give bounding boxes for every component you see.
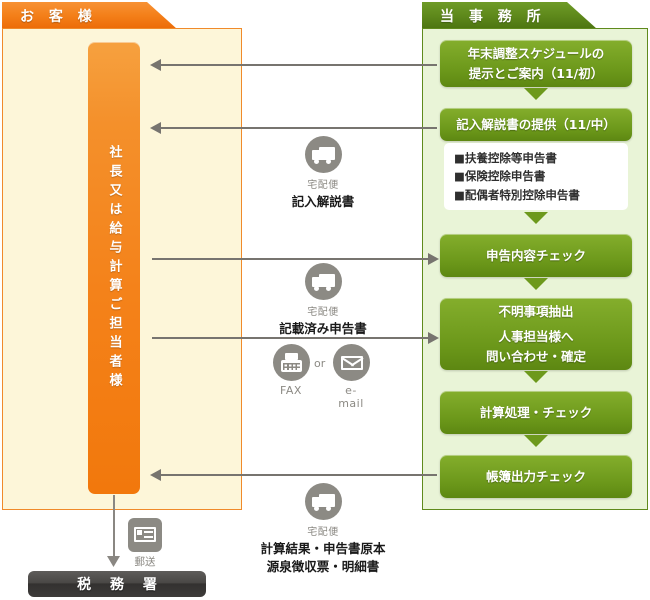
transfer-results-method: 宅配便 [307,527,339,538]
office-step-manual-line1: 記入解説書の提供（11/中） [456,116,616,132]
transfer-manual-delivery: 宅配便 記入解説書 [253,136,393,211]
office-step-unclear-items-line2: 人事担当様へ 問い合わせ・確定 [485,329,586,364]
truck-icon [304,483,342,520]
arrow-line-filled-form [152,258,434,260]
office-step-calculation-line1: 計算処理・チェック [479,404,593,420]
office-section-title: 当 事 務 所 [440,8,546,25]
arrow-head-filled-form [428,253,439,265]
envelope-icon [333,344,370,381]
transfer-separator: or [314,357,326,370]
office-step-schedule[interactable]: 年末調整スケジュールの 提示とご案内（11/初） [440,40,632,87]
transfer-results-label-line2: 源泉徴収票・明細書 [266,559,380,575]
transfer-filled-form-method: 宅配便 [307,307,339,318]
office-step-schedule-line2: 提示とご案内（11/初） [468,65,604,81]
arrow-head-schedule [150,59,161,71]
transfer-results-delivery: 宅配便 計算結果・申告書原本 源泉徴収票・明細書 [253,483,393,576]
customer-role-label: 社長又は給与計算ご担当者様 [106,144,122,392]
customer-section-header: お 客 様 [2,2,177,29]
office-step-ledger-output-line1: 帳簿出力チェック [485,468,586,484]
fax-icon [273,344,310,381]
arrow-line-results [155,474,437,476]
transfer-manual-method: 宅配便 [307,180,339,191]
transfer-email-channel: e-mail [333,344,370,410]
transfer-results-label-line1: 計算結果・申告書原本 [260,541,386,556]
arrow-head-inquiry [428,332,439,344]
office-step-manual[interactable]: 記入解説書の提供（11/中） [440,108,632,141]
office-section-header: 当 事 務 所 [422,2,597,29]
office-step-schedule-line1: 年末調整スケジュールの [467,46,605,62]
arrow-line-schedule [155,64,437,66]
office-step-check-content-line1: 申告内容チェック [485,247,586,263]
customer-section-title: お 客 様 [20,8,97,25]
tax-office-label: 税 務 署 [77,577,164,593]
arrow-head-manual [150,122,161,134]
document-list-item-3: ■配偶者特別控除申告書 [454,187,580,202]
office-step-calculation[interactable]: 計算処理・チェック [440,391,632,434]
arrow-line-inquiry [152,337,434,339]
arrow-head-tax-office [107,556,120,567]
office-step-ledger-output[interactable]: 帳簿出力チェック [440,455,632,498]
office-step-unclear-items-line1: 不明事項抽出 [498,303,574,319]
mail-letter-icon [128,518,162,552]
transfer-manual-label: 記入解説書 [291,194,355,209]
transfer-fax-label: FAX [280,384,302,397]
customer-role-bar: 社長又は給与計算ご担当者様 [88,42,140,494]
transfer-email-label: e-mail [338,384,364,410]
office-step-check-content[interactable]: 申告内容チェック [440,234,632,277]
tax-office-node[interactable]: 税 務 署 [28,571,206,597]
transfer-filled-form-label: 記載済み申告書 [279,321,367,336]
transfer-fax-channel: FAX [273,344,310,397]
document-list-item-1: ■扶養控除等申告書 [454,151,557,165]
post-method-label: 郵送 [134,556,156,568]
document-list-item-2: ■保険控除申告書 [454,169,546,184]
office-document-list: ■扶養控除等申告書 ■保険控除申告書 ■配偶者特別控除申告書 [444,143,628,210]
truck-icon [304,136,342,173]
arrow-line-tax-office [113,495,115,558]
transfer-filled-form-delivery: 宅配便 記載済み申告書 [253,263,393,338]
office-step-unclear-items[interactable]: 不明事項抽出 人事担当様へ 問い合わせ・確定 [440,298,632,370]
arrow-line-manual [155,127,437,129]
arrow-head-results [150,469,161,481]
truck-icon [304,263,342,300]
